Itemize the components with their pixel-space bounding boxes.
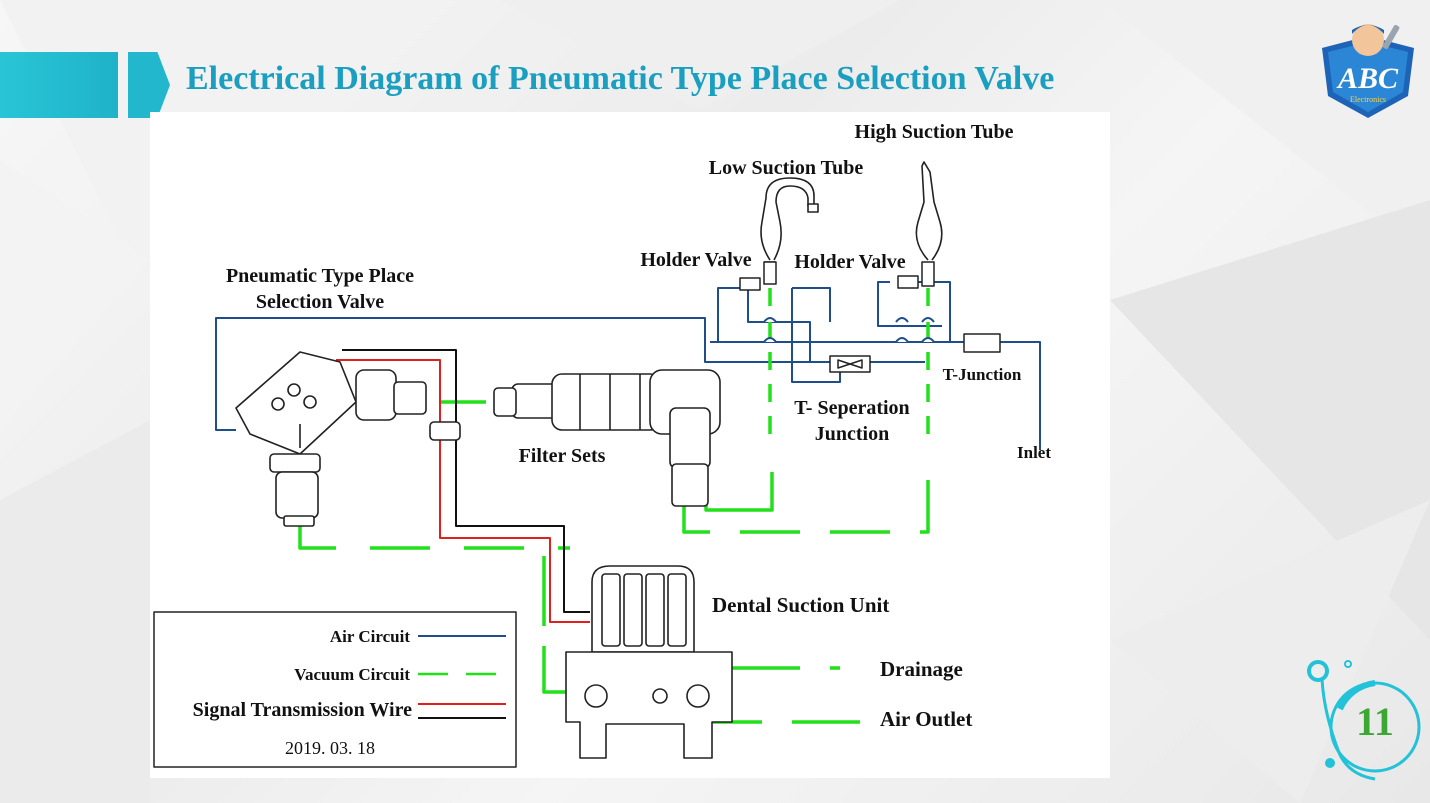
label-drainage: Drainage [880, 657, 963, 681]
label-filter-sets: Filter Sets [519, 445, 606, 467]
legend-signal-label: Signal Transmission Wire [193, 699, 412, 721]
legend-vacuum-label: Vacuum Circuit [294, 665, 410, 684]
place-selection-valve-drawing [235, 351, 427, 527]
logo-subtext: Electronics [1350, 95, 1386, 104]
label-inlet: Inlet [1017, 443, 1051, 462]
signal-wires [336, 349, 590, 623]
page-number-ring [1307, 660, 1421, 781]
abc-logo: ABC Electronics [1322, 24, 1414, 118]
label-dental-suction-unit: Dental Suction Unit [712, 593, 889, 617]
logo-text: ABC [1336, 62, 1399, 95]
label-t-junction: T-Junction [943, 365, 1022, 384]
label-holder-valve-2: Holder Valve [794, 251, 905, 273]
holder-valve-2 [897, 261, 935, 289]
dental-suction-unit-drawing [565, 565, 733, 759]
label-holder-valve-1: Holder Valve [640, 249, 751, 271]
holder-valve-1 [739, 261, 777, 291]
high-suction-tube [915, 161, 943, 261]
label-t-seperation-line2: Junction [815, 423, 889, 445]
air-circuit-lines [215, 281, 1041, 450]
slide-title: Electrical Diagram of Pneumatic Type Pla… [186, 60, 1055, 97]
label-valve-line1: Pneumatic Type Place [226, 265, 414, 287]
pneumatic-valve-diagram: Pneumatic Type Place Selection Valve Hig… [153, 121, 1051, 768]
label-t-seperation-line1: T- Seperation [794, 397, 909, 419]
low-suction-tube [760, 177, 819, 261]
legend-box [153, 611, 517, 768]
page-number: 11 [1356, 699, 1394, 744]
label-high-suction-tube: High Suction Tube [855, 121, 1014, 143]
diagram-panel: Pneumatic Type Place Selection Valve Hig… [150, 112, 1110, 778]
filter-sets-drawing [429, 369, 721, 507]
label-air-outlet: Air Outlet [880, 707, 972, 731]
legend-date: 2019. 03. 18 [285, 738, 375, 758]
legend-air-label: Air Circuit [330, 627, 410, 646]
title-accent-bar [0, 52, 118, 118]
junction-crossings [763, 317, 935, 343]
label-valve-line2: Selection Valve [256, 291, 384, 313]
t-seperation-junction [829, 355, 871, 373]
label-low-suction-tube: Low Suction Tube [709, 157, 864, 179]
t-junction-symbol [963, 333, 1001, 353]
